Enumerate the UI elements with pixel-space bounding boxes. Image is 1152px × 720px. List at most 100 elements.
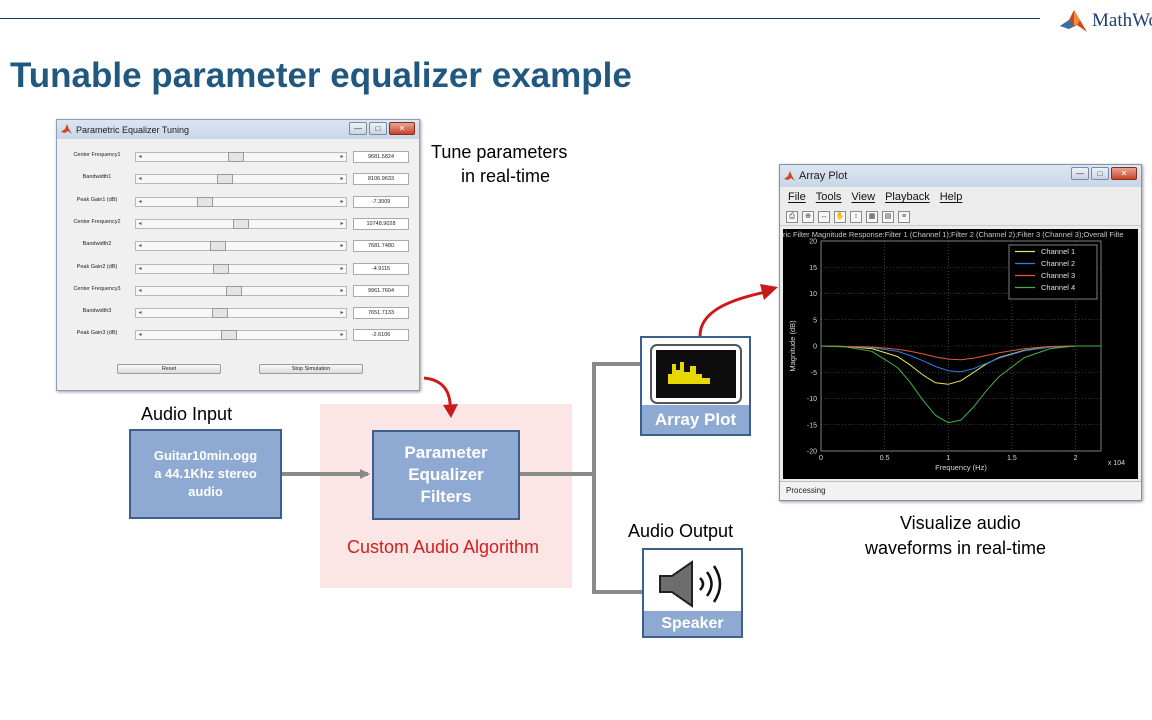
- param-slider[interactable]: ◂▸: [135, 241, 347, 252]
- param-slider[interactable]: ◂▸: [135, 285, 347, 296]
- param-value-field[interactable]: -7.3009: [353, 195, 409, 208]
- speaker-block[interactable]: Speaker: [642, 548, 743, 638]
- ap-close-button[interactable]: ✕: [1111, 167, 1137, 180]
- slider-left-arrow-icon[interactable]: ◂: [138, 176, 142, 183]
- param-row: Bandwidth3◂▸7651.7133: [57, 306, 419, 320]
- y-axis-label: Magnitude (dB): [788, 320, 797, 372]
- slider-right-arrow-icon[interactable]: ▸: [340, 310, 344, 317]
- stop-simulation-button[interactable]: Stop Simulation: [259, 364, 363, 374]
- slider-left-arrow-icon[interactable]: ◂: [138, 265, 142, 272]
- slider-thumb[interactable]: [227, 152, 244, 162]
- zoom-x-icon[interactable]: ↔: [818, 210, 830, 223]
- param-value-field[interactable]: 8106.9633: [353, 173, 409, 186]
- slider-left-arrow-icon[interactable]: ◂: [138, 287, 142, 294]
- array-plot-window-titlebar[interactable]: Array Plot — □ ✕: [780, 165, 1141, 187]
- x-axis-label: Frequency (Hz): [935, 463, 987, 472]
- tuning-window-titlebar[interactable]: Parametric Equalizer Tuning — □ ✕: [57, 120, 419, 139]
- param-row: Peak Gain1 (dB)◂▸-7.3009: [57, 195, 419, 209]
- param-slider[interactable]: ◂▸: [135, 174, 347, 185]
- pan-icon[interactable]: ✋: [834, 210, 846, 223]
- array-plot-block[interactable]: Array Plot: [640, 336, 751, 436]
- slider-thumb[interactable]: [220, 330, 237, 341]
- slider-right-arrow-icon[interactable]: ▸: [340, 220, 344, 227]
- slider-left-arrow-icon[interactable]: ◂: [138, 220, 142, 227]
- y-tick-label: -5: [811, 370, 817, 377]
- eq-to-arrayplot-line: [520, 362, 640, 476]
- legend-icon[interactable]: ▤: [882, 210, 894, 223]
- grid-icon[interactable]: ▦: [866, 210, 878, 223]
- menu-help[interactable]: Help: [939, 191, 963, 203]
- param-value-field[interactable]: 10748.9028: [353, 217, 409, 230]
- menu-playback[interactable]: Playback: [885, 191, 930, 203]
- slider-left-arrow-icon[interactable]: ◂: [138, 332, 142, 339]
- array-plot-toolbar: ⎙ ⊕ ↔ ✋ ↕ ▦ ▤ ≡: [780, 208, 1141, 226]
- x-multiplier-label: x 104: [1108, 460, 1125, 467]
- print-icon[interactable]: ⎙: [786, 210, 798, 223]
- param-value-field[interactable]: -2.6106: [353, 329, 409, 342]
- header-rule: [0, 18, 1040, 19]
- param-value-field[interactable]: -4.9115: [353, 262, 409, 275]
- param-slider[interactable]: ◂▸: [135, 196, 347, 207]
- zoom-in-icon[interactable]: ⊕: [802, 210, 814, 223]
- series-line-channel-3: [820, 345, 1101, 361]
- slider-thumb[interactable]: [211, 308, 228, 319]
- slider-thumb[interactable]: [209, 241, 226, 252]
- menu-tools[interactable]: Tools: [815, 191, 842, 203]
- param-slider[interactable]: ◂▸: [135, 263, 347, 274]
- param-label: Peak Gain3 (dB): [76, 330, 118, 337]
- param-label: Peak Gain1 (dB): [76, 196, 118, 203]
- param-value-field[interactable]: 7651.7133: [353, 307, 409, 320]
- slider-thumb[interactable]: [233, 218, 249, 229]
- param-value-field[interactable]: 9961.7604: [353, 284, 409, 297]
- reset-button[interactable]: Reset: [117, 364, 221, 374]
- minimize-button[interactable]: —: [349, 122, 367, 135]
- slider-right-arrow-icon[interactable]: ▸: [340, 332, 344, 339]
- plot-title: ric Filter Magnitude Response:Filter 1 (…: [783, 230, 1124, 239]
- menu-view[interactable]: View: [851, 191, 876, 203]
- x-tick-label: 2: [1074, 455, 1078, 462]
- tuning-to-eq-arrowhead: [443, 404, 458, 418]
- ap-maximize-button[interactable]: □: [1091, 167, 1109, 180]
- slider-right-arrow-icon[interactable]: ▸: [340, 243, 344, 250]
- slider-right-arrow-icon[interactable]: ▸: [340, 154, 344, 160]
- autoscale-icon[interactable]: ↕: [850, 210, 862, 223]
- tuning-window: Parametric Equalizer Tuning — □ ✕ Center…: [56, 119, 420, 391]
- slider-left-arrow-icon[interactable]: ◂: [138, 243, 142, 250]
- eq-line2: Equalizer: [408, 465, 484, 484]
- slider-thumb[interactable]: [213, 263, 230, 274]
- matlab-icon: [784, 170, 795, 181]
- close-button[interactable]: ✕: [389, 122, 415, 135]
- param-slider[interactable]: ◂▸: [135, 218, 347, 229]
- speaker-icon: [659, 560, 722, 608]
- slider-left-arrow-icon[interactable]: ◂: [138, 310, 142, 317]
- param-label: Bandwidth2: [82, 241, 112, 248]
- param-slider[interactable]: ◂▸: [135, 152, 347, 162]
- slider-left-arrow-icon[interactable]: ◂: [138, 154, 142, 160]
- param-value-field[interactable]: 9681.5824: [353, 151, 409, 163]
- audio-input-block[interactable]: Guitar10min.ogg a 44.1Khz stereo audio: [129, 429, 282, 519]
- param-row: Bandwidth1◂▸8106.9633: [57, 172, 419, 186]
- param-slider[interactable]: ◂▸: [135, 308, 347, 319]
- slider-thumb[interactable]: [197, 196, 214, 207]
- array-plot-menubar: File Tools View Playback Help: [780, 189, 1141, 205]
- array-plot-canvas[interactable]: ric Filter Magnitude Response:Filter 1 (…: [783, 229, 1138, 479]
- slider-right-arrow-icon[interactable]: ▸: [340, 198, 344, 205]
- param-slider[interactable]: ◂▸: [135, 330, 347, 341]
- slider-left-arrow-icon[interactable]: ◂: [138, 198, 142, 205]
- slider-right-arrow-icon[interactable]: ▸: [340, 265, 344, 272]
- slider-thumb[interactable]: [225, 285, 242, 296]
- eq-to-speaker-line: [592, 474, 642, 594]
- slider-right-arrow-icon[interactable]: ▸: [340, 287, 344, 294]
- eq-line1: Parameter: [404, 443, 488, 462]
- ap-minimize-button[interactable]: —: [1071, 167, 1089, 180]
- param-value-field[interactable]: 7681.7480: [353, 240, 409, 253]
- param-label: Bandwidth3: [82, 308, 112, 315]
- maximize-button[interactable]: □: [369, 122, 387, 135]
- slider-thumb[interactable]: [216, 174, 233, 185]
- parameter-equalizer-block[interactable]: Parameter Equalizer Filters: [372, 430, 520, 520]
- properties-icon[interactable]: ≡: [898, 210, 910, 223]
- audio-input-label: Audio Input: [141, 404, 233, 424]
- menu-file[interactable]: File: [788, 191, 806, 203]
- slider-right-arrow-icon[interactable]: ▸: [340, 176, 344, 183]
